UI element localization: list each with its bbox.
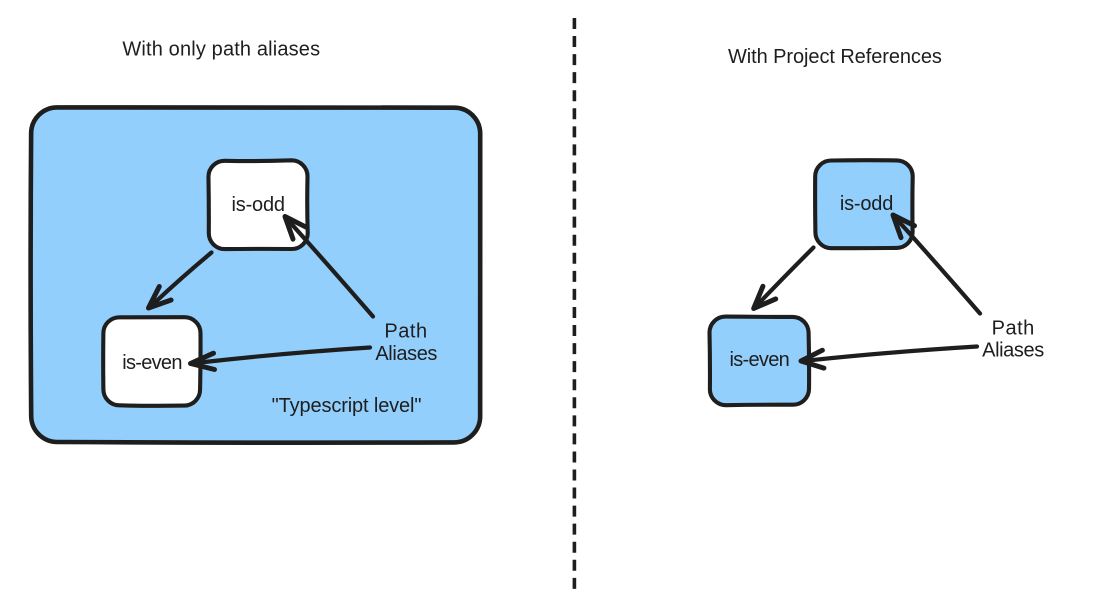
svg-text:Path: Path: [384, 320, 427, 342]
svg-text:With only path aliases: With only path aliases: [122, 39, 320, 61]
svg-text:With Project References: With Project References: [728, 46, 942, 68]
svg-text:is-even: is-even: [122, 352, 182, 374]
svg-text:Aliases: Aliases: [375, 343, 437, 365]
svg-text:is-even: is-even: [730, 349, 790, 371]
svg-text:is-odd: is-odd: [840, 193, 893, 215]
svg-text:Path: Path: [992, 317, 1035, 339]
svg-text:is-odd: is-odd: [232, 194, 285, 216]
svg-text:"Typescript level": "Typescript level": [272, 395, 422, 417]
svg-text:Aliases: Aliases: [982, 340, 1044, 362]
